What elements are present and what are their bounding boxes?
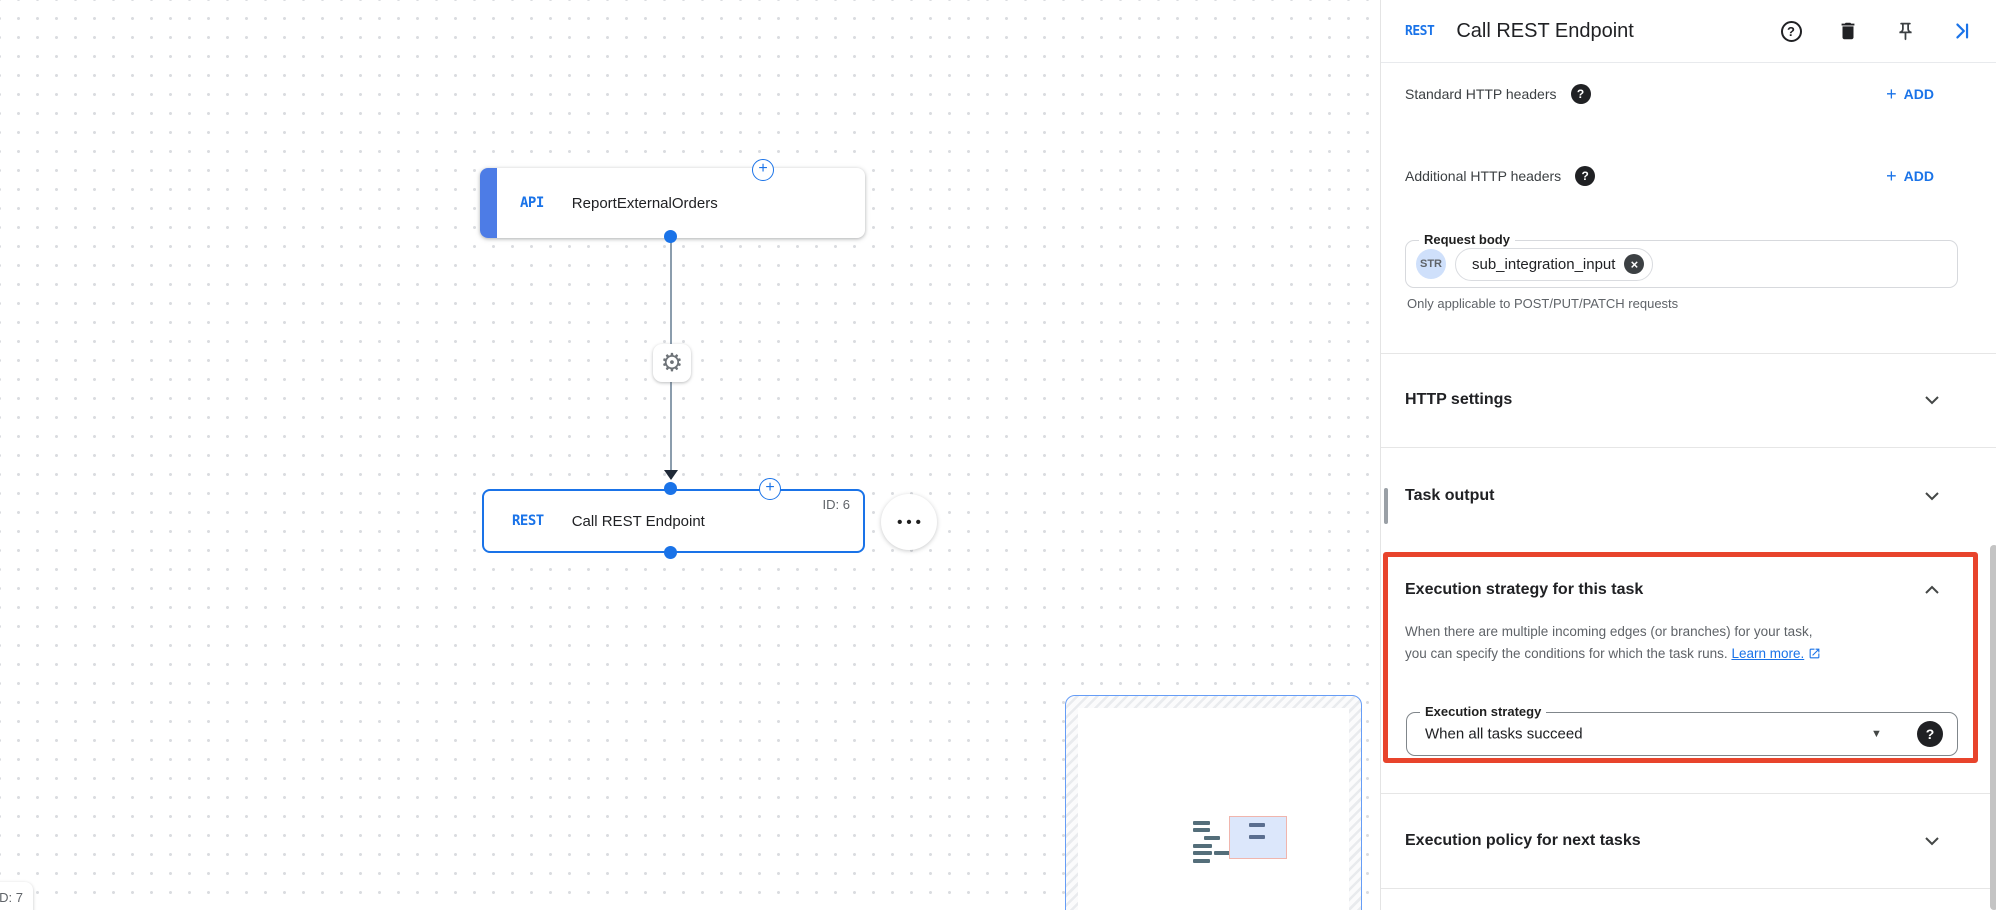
add-task-below-trigger-icon[interactable]: + <box>752 159 774 181</box>
rest-badge: REST <box>512 513 544 529</box>
http-settings-section[interactable]: HTTP settings <box>1381 353 1996 447</box>
trigger-node-report-external-orders[interactable]: API ReportExternalOrders <box>480 168 865 238</box>
request-body-label: Request body <box>1419 232 1515 247</box>
panel-scrollbar[interactable] <box>1990 545 1996 910</box>
execution-policy-title: Execution policy for next tasks <box>1405 831 1641 849</box>
scroll-indicator <box>1384 488 1388 524</box>
trigger-accent-bar <box>480 168 497 238</box>
edge-config-gear-icon[interactable]: ⚙ <box>653 344 691 382</box>
minimap-diagram-icon <box>1193 816 1293 866</box>
trigger-output-port[interactable] <box>664 230 677 243</box>
request-body-value-chip[interactable]: sub_integration_input × <box>1455 247 1654 281</box>
task-node-call-rest-endpoint[interactable]: REST Call REST Endpoint ID: 6 <box>482 489 865 553</box>
task-input-port[interactable] <box>664 482 677 495</box>
execution-strategy-section[interactable]: Execution strategy for this task <box>1381 568 1996 612</box>
rest-badge: REST <box>1405 23 1435 39</box>
minimap-view-rect <box>1229 816 1287 859</box>
task-config-panel: REST Call REST Endpoint ? Standard HTTP … <box>1380 0 1996 910</box>
chevron-down-icon <box>1925 396 1939 405</box>
external-link-icon <box>1809 648 1820 659</box>
edge-arrowhead-icon <box>664 470 678 480</box>
description-line-1: When there are multiple incoming edges (… <box>1405 624 1813 639</box>
collapse-panel-button[interactable] <box>1950 19 1974 43</box>
divider <box>1381 353 1996 354</box>
partial-node-id-label: ID: 7 <box>0 890 23 905</box>
additional-headers-row: Additional HTTP headers ? + ADD <box>1405 158 1934 194</box>
canvas-minimap[interactable] <box>1065 695 1362 910</box>
minimap-viewport <box>1078 708 1349 910</box>
execution-strategy-title: Execution strategy for this task <box>1405 581 1644 598</box>
standard-headers-row: Standard HTTP headers ? + ADD <box>1405 76 1934 112</box>
additional-headers-label: Additional HTTP headers <box>1405 168 1562 184</box>
plus-icon: + <box>1886 83 1897 104</box>
delete-task-button[interactable] <box>1836 19 1860 43</box>
request-body-field[interactable]: Request body STR sub_integration_input × <box>1405 232 1958 288</box>
add-additional-header-button[interactable]: + ADD <box>1886 166 1934 187</box>
execution-policy-section[interactable]: Execution policy for next tasks <box>1381 793 1996 888</box>
task-output-title: Task output <box>1405 487 1495 504</box>
trash-icon <box>1841 22 1855 40</box>
task-more-options-button[interactable]: ••• <box>881 494 937 550</box>
pin-panel-button[interactable] <box>1893 19 1917 43</box>
add-label: ADD <box>1903 86 1934 102</box>
add-standard-header-button[interactable]: + ADD <box>1886 84 1934 105</box>
standard-headers-label: Standard HTTP headers <box>1405 86 1557 102</box>
api-badge: API <box>520 195 544 211</box>
task-id-label: ID: 6 <box>822 497 850 512</box>
execution-strategy-help-icon[interactable]: ? <box>1917 721 1943 747</box>
divider <box>1381 447 1996 448</box>
request-body-value: sub_integration_input <box>1472 255 1616 273</box>
panel-title: Call REST Endpoint <box>1456 19 1634 42</box>
execution-strategy-description: When there are multiple incoming edges (… <box>1405 621 1965 667</box>
string-type-chip: STR <box>1416 249 1446 279</box>
help-button[interactable]: ? <box>1779 19 1803 43</box>
divider <box>1381 888 1996 889</box>
additional-headers-help-icon[interactable]: ? <box>1575 166 1596 186</box>
add-task-above-icon[interactable]: + <box>759 478 781 500</box>
chevron-down-icon <box>1925 492 1939 501</box>
request-body-helper: Only applicable to POST/PUT/PATCH reques… <box>1407 296 1679 311</box>
description-line-2: you can specify the conditions for which… <box>1405 643 1965 667</box>
http-settings-title: HTTP settings <box>1405 391 1513 408</box>
trigger-node-title: ReportExternalOrders <box>571 194 718 212</box>
help-icon: ? <box>1780 20 1802 42</box>
execution-strategy-value: When all tasks succeed <box>1425 725 1583 743</box>
partial-node-offscreen[interactable]: ID: 7 <box>0 882 33 910</box>
learn-more-link[interactable]: Learn more. <box>1731 646 1805 661</box>
execution-strategy-select[interactable]: Execution strategy When all tasks succee… <box>1406 704 1958 756</box>
panel-header: REST Call REST Endpoint ? <box>1381 0 1996 63</box>
task-output-port[interactable] <box>664 546 677 559</box>
plus-icon: + <box>1886 165 1897 186</box>
chevron-up-icon <box>1925 585 1939 594</box>
add-label: ADD <box>1903 168 1934 184</box>
more-options-icon: ••• <box>897 513 925 531</box>
task-output-section[interactable]: Task output <box>1381 447 1996 545</box>
task-node-title: Call REST Endpoint <box>571 512 705 530</box>
collapse-panel-icon <box>1956 23 1969 39</box>
divider <box>1381 793 1996 794</box>
pin-icon <box>1898 22 1912 40</box>
standard-headers-help-icon[interactable]: ? <box>1570 84 1591 104</box>
execution-strategy-field-label: Execution strategy <box>1420 704 1547 719</box>
chevron-down-icon <box>1925 836 1939 845</box>
remove-value-icon[interactable]: × <box>1624 254 1645 274</box>
dropdown-caret-icon: ▼ <box>1871 728 1882 740</box>
integration-canvas[interactable]: API ReportExternalOrders + ⚙ REST Call R… <box>0 0 1381 910</box>
